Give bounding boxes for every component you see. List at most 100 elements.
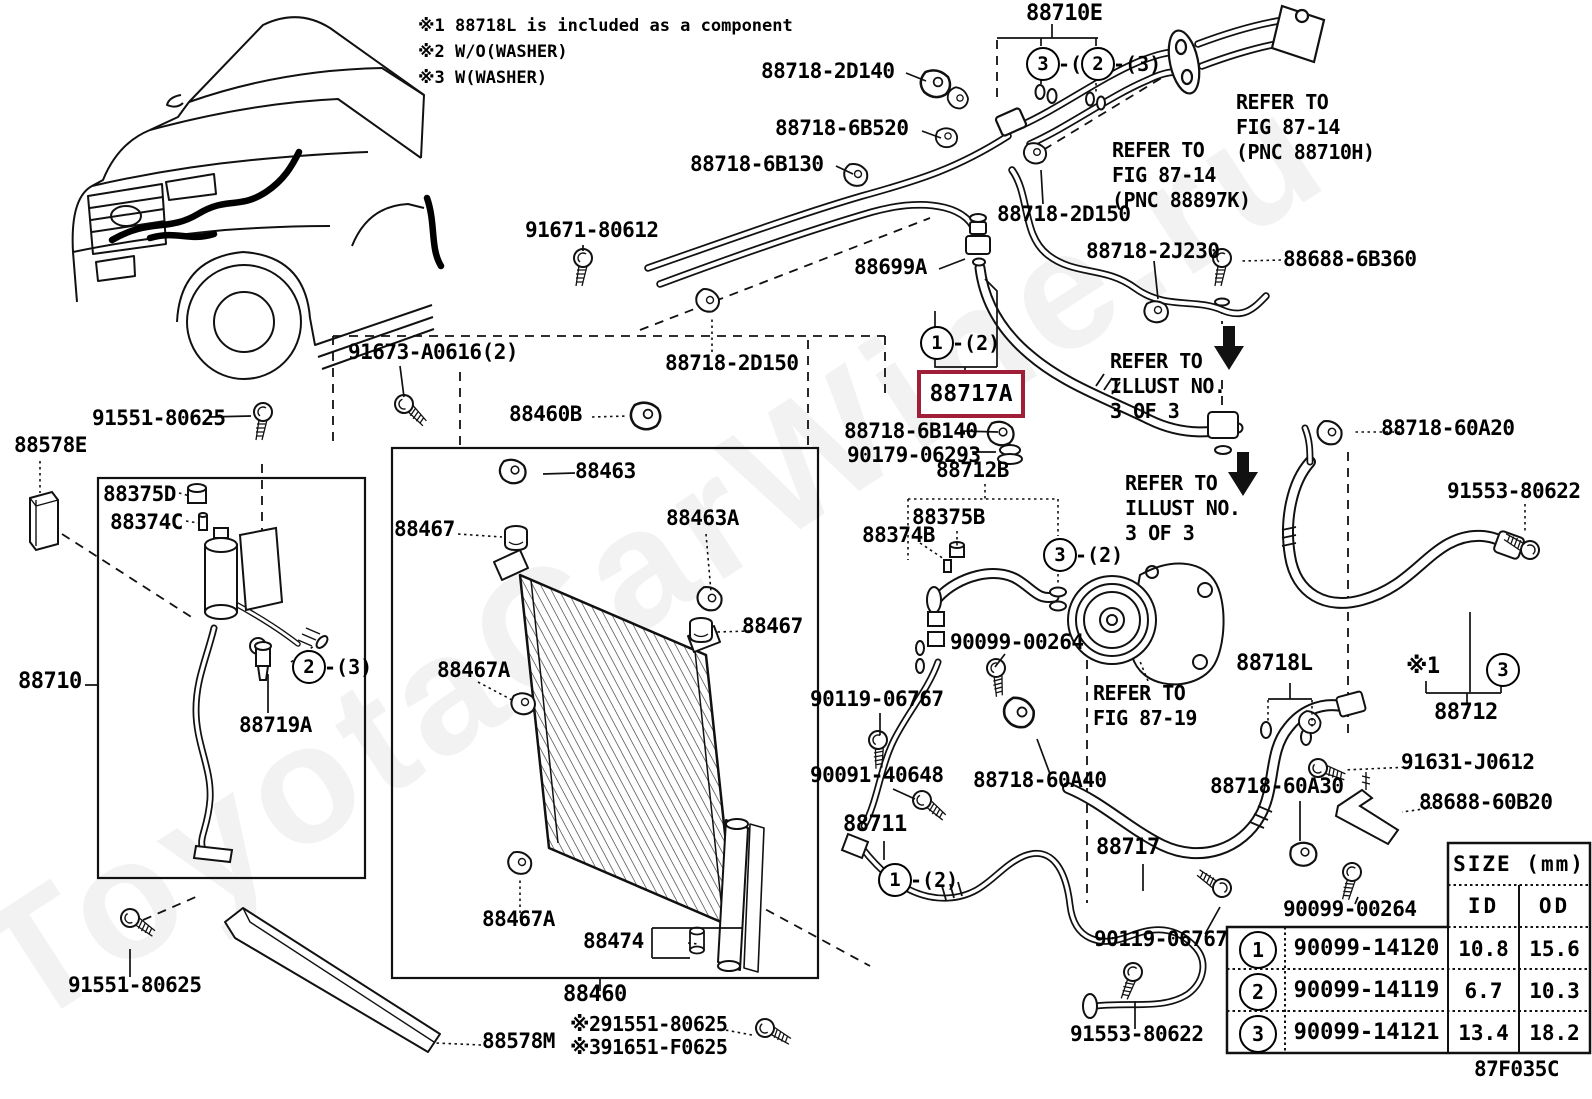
table-row-3-num: 3 (1239, 1015, 1277, 1053)
callout-circle-1-mid: 1 (920, 326, 954, 360)
part-label-88688-60b20: 88688-60B20 (1419, 790, 1553, 814)
footnote-mark-1: ※1 (1406, 654, 1440, 679)
assembly-boxes (96, 446, 820, 980)
table-row-1-od: 15.6 (1529, 937, 1580, 961)
part-label-88718-2d140: 88718-2D140 (761, 59, 895, 83)
part-label-88578m: 88578M (482, 1029, 555, 1053)
part-label-88718-2d150-top: 88718-2D150 (997, 202, 1131, 226)
refer-fig87-14-pnc88710h: REFER TO FIG 87-14 (PNC 88710H) (1236, 90, 1375, 164)
note-2: ※2 W/O(WASHER) (418, 42, 568, 62)
table-row-2-part: 90099-14119 (1293, 978, 1440, 1003)
leader-lines (85, 24, 1502, 1029)
size-table-grid (1225, 841, 1592, 1055)
part-label-88718-6b140: 88718-6B140 (844, 419, 978, 443)
compressor (1067, 562, 1225, 686)
table-header-id: ID (1467, 894, 1500, 918)
receiver-assembly (29, 483, 329, 864)
refer-fig87-14-pnc88897k: REFER TO FIG 87-14 (PNC 88897K) (1112, 138, 1251, 212)
part-label-88467a-mid: 88467A (437, 658, 510, 682)
part-label-88374b: 88374B (862, 523, 935, 547)
part-label-88718l: 88718L (1236, 651, 1313, 676)
part-label-88718-60a30: 88718-60A30 (1210, 774, 1344, 798)
part-label-88719a: 88719A (239, 713, 312, 737)
callout-circle-2-left: 2 (292, 650, 326, 684)
refer-arrows (1214, 326, 1258, 496)
part-label-88375b: 88375B (912, 505, 985, 529)
note-3: ※3 W(WASHER) (418, 68, 548, 88)
part-label-88463: 88463 (575, 459, 636, 483)
callout-circle-3-right: 3 (1486, 653, 1520, 687)
refer-illust-1: REFER TO ILLUST NO. 3 OF 3 (1110, 349, 1226, 423)
part-label-90119-06767-bottom: 90119-06767 (1094, 927, 1228, 951)
part-label-note3-91651-f0625: ※391651-F0625 (570, 1035, 728, 1059)
highlighted-part-88717a[interactable]: 88717A (917, 370, 1025, 418)
figure-code: 87F035C (1474, 1057, 1560, 1081)
part-label-note2-91551-80625: ※291551-80625 (570, 1012, 728, 1036)
callout-suffix-3-mid: -(2) (1075, 543, 1124, 567)
refer-fig87-19: REFER TO FIG 87-19 (1093, 681, 1197, 730)
part-label-91553-80622-bottom: 91553-80622 (1070, 1022, 1204, 1046)
part-label-90099-00264-mid: 90099-00264 (950, 630, 1084, 654)
part-label-88718-6b130: 88718-6B130 (690, 152, 824, 176)
part-label-88467-left: 88467 (394, 517, 455, 541)
table-row-2-od: 10.3 (1529, 979, 1580, 1003)
part-label-88710e: 88710E (1026, 1, 1103, 26)
part-label-88711: 88711 (843, 812, 907, 837)
part-label-91551-80625-top: 91551-80625 (92, 406, 226, 430)
part-label-88712b: 88712B (936, 458, 1009, 482)
refer-illust-2: REFER TO ILLUST NO. 3 OF 3 (1125, 471, 1241, 545)
table-row-2-num: 2 (1239, 973, 1277, 1011)
part-label-91671-80612: 91671-80612 (525, 218, 659, 242)
part-label-88718-60a40: 88718-60A40 (973, 768, 1107, 792)
part-label-88718-2j230: 88718-2J230 (1086, 239, 1220, 263)
part-label-88578e: 88578E (14, 433, 87, 457)
dashed-construction-lines (61, 40, 1349, 967)
part-label-88460b: 88460B (509, 402, 582, 426)
part-label-90179-06293: 90179-06293 (847, 443, 981, 467)
vehicle-pipe-highlight (108, 148, 445, 270)
callout-suffix-2-left: -(3) (324, 655, 373, 679)
table-row-3-part: 90099-14121 (1293, 1020, 1440, 1045)
callout-circle-2-top: 2 (1081, 47, 1115, 81)
table-header-od: OD (1538, 894, 1571, 918)
callout-suffix-2-top: -(3) (1113, 52, 1162, 76)
part-label-91553-80622-top: 91553-80622 (1447, 479, 1581, 503)
table-row-1-num: 1 (1239, 931, 1277, 969)
table-row-3-id: 13.4 (1458, 1021, 1509, 1045)
part-label-88463a: 88463A (666, 506, 739, 530)
part-label-90099-00264-bottom: 90099-00264 (1283, 897, 1417, 921)
part-label-88467a-bottom: 88467A (482, 907, 555, 931)
part-label-91673-a0616: 91673-A0616(2) (348, 340, 519, 364)
table-row-2-id: 6.7 (1464, 979, 1503, 1003)
callout-suffix-1-bottom: -(2) (910, 868, 959, 892)
table-row-1-id: 10.8 (1458, 937, 1509, 961)
part-label-88717: 88717 (1096, 835, 1160, 860)
callout-suffix-1-mid: -(2) (952, 331, 1001, 355)
part-label-88710: 88710 (18, 669, 82, 694)
part-label-91551-80625-bottom: 91551-80625 (68, 973, 202, 997)
part-label-90119-06767-mid: 90119-06767 (810, 687, 944, 711)
part-label-90091-40648: 90091-40648 (810, 763, 944, 787)
part-label-88718-60a20: 88718-60A20 (1381, 416, 1515, 440)
fittings (840, 84, 1525, 1019)
note-1: ※1 88718L is included as a component (418, 16, 793, 36)
pipes-and-hoses (196, 20, 1508, 1006)
table-row-3-od: 18.2 (1529, 1021, 1580, 1045)
part-label-88718-6b520: 88718-6B520 (775, 116, 909, 140)
part-label-88718-2d150-mid: 88718-2D150 (665, 351, 799, 375)
fig87-14-connector (994, 4, 1326, 137)
table-row-1-part: 90099-14120 (1293, 936, 1440, 961)
part-label-88688-6b360: 88688-6B360 (1283, 247, 1417, 271)
table-header-size: SIZE (mm) (1453, 852, 1585, 876)
part-label-88699a: 88699A (854, 255, 927, 279)
condenser (493, 549, 765, 973)
callout-circle-1-bottom: 1 (878, 863, 912, 897)
callout-circle-3-mid: 3 (1043, 538, 1077, 572)
part-label-91631-j0612: 91631-J0612 (1401, 750, 1535, 774)
part-label-88712: 88712 (1434, 700, 1498, 725)
callout-circle-3-top: 3 (1026, 47, 1060, 81)
part-label-88467-right: 88467 (742, 614, 803, 638)
part-label-88474: 88474 (583, 929, 644, 953)
